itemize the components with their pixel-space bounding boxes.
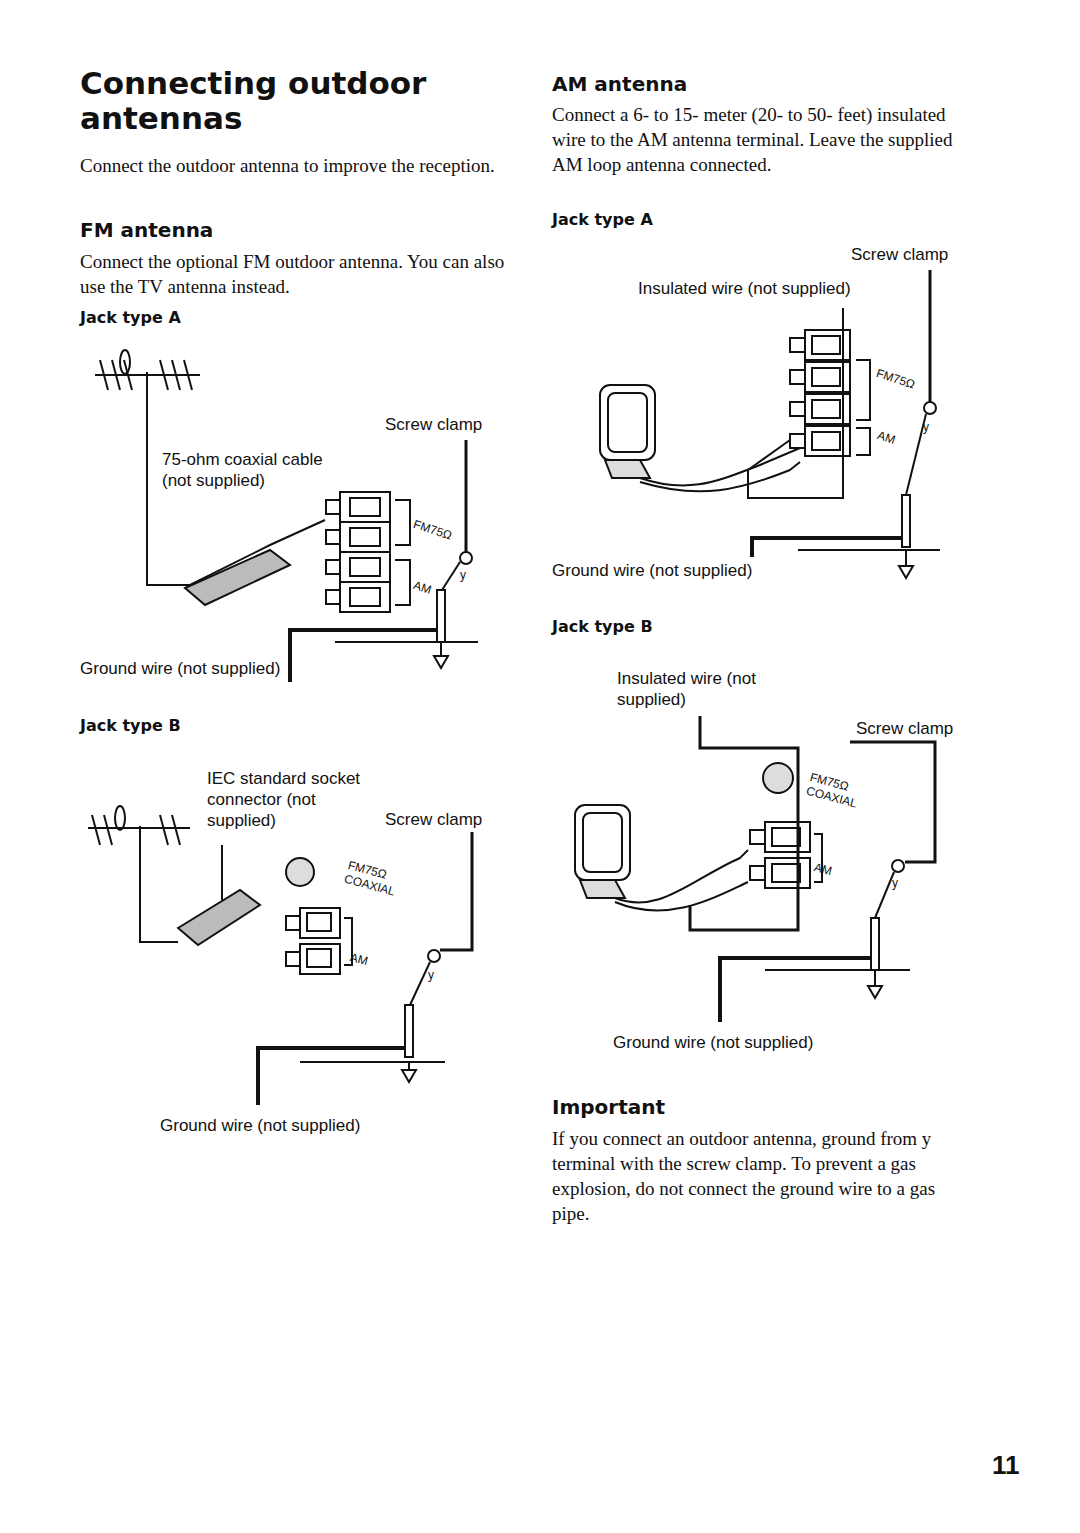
page-number: 11 bbox=[992, 1450, 1020, 1481]
part-label: IEC standard socket connector (not suppl… bbox=[207, 768, 382, 831]
note-heading: Important bbox=[552, 1095, 665, 1119]
terminal-label: FM75Ω bbox=[412, 517, 454, 543]
part-label: 75-ohm coaxial cable (not supplied) bbox=[162, 449, 352, 491]
part-label: Ground wire (not supplied) bbox=[80, 658, 280, 679]
terminal-label: y bbox=[892, 876, 898, 890]
am-loop-b bbox=[575, 763, 793, 910]
jack-type: Jack type A bbox=[80, 308, 181, 327]
terminal-label: FM75Ω bbox=[875, 366, 917, 392]
section-text: Connect a 6- to 15- meter (20- to 50- fe… bbox=[552, 102, 972, 177]
terminal-label: FM75Ω COAXIAL bbox=[343, 858, 418, 903]
part-label: Ground wire (not supplied) bbox=[613, 1032, 813, 1053]
part-label: Screw clamp bbox=[385, 809, 482, 830]
part-label: Screw clamp bbox=[851, 244, 948, 265]
terminal-label: AM bbox=[876, 428, 897, 447]
fm-antenna-b bbox=[88, 806, 314, 945]
jack-stack-a bbox=[326, 492, 410, 612]
section-heading: AM antenna bbox=[552, 72, 687, 96]
jack-stack-am-b bbox=[750, 822, 822, 888]
terminal-label: y bbox=[923, 420, 929, 434]
intro-text: Connect the outdoor antenna to improve t… bbox=[80, 153, 510, 178]
am-loop-a bbox=[600, 385, 800, 491]
part-label: Screw clamp bbox=[856, 718, 953, 739]
jack-stack-b bbox=[286, 908, 352, 974]
jack-type: Jack type A bbox=[552, 210, 653, 229]
terminal-label: y bbox=[460, 568, 466, 582]
terminal-label: y bbox=[428, 968, 434, 982]
part-label: Ground wire (not supplied) bbox=[552, 560, 752, 581]
section-heading: FM antenna bbox=[80, 218, 213, 242]
jack-type: Jack type B bbox=[552, 617, 653, 636]
terminal-label: AM bbox=[412, 578, 433, 597]
terminal-label: FM75Ω COAXIAL bbox=[805, 770, 880, 815]
part-label: Screw clamp bbox=[385, 414, 482, 435]
jack-type: Jack type B bbox=[80, 716, 181, 735]
part-label: Insulated wire (not supplied) bbox=[617, 668, 757, 710]
part-label: Insulated wire (not supplied) bbox=[638, 278, 851, 299]
jack-stack-am-a bbox=[790, 330, 870, 456]
section-text: Connect the optional FM outdoor antenna.… bbox=[80, 249, 510, 299]
page-title: Connecting outdoor antennas bbox=[80, 66, 460, 136]
note-text: If you connect an outdoor antenna, groun… bbox=[552, 1126, 962, 1226]
part-label: Ground wire (not supplied) bbox=[160, 1115, 360, 1136]
